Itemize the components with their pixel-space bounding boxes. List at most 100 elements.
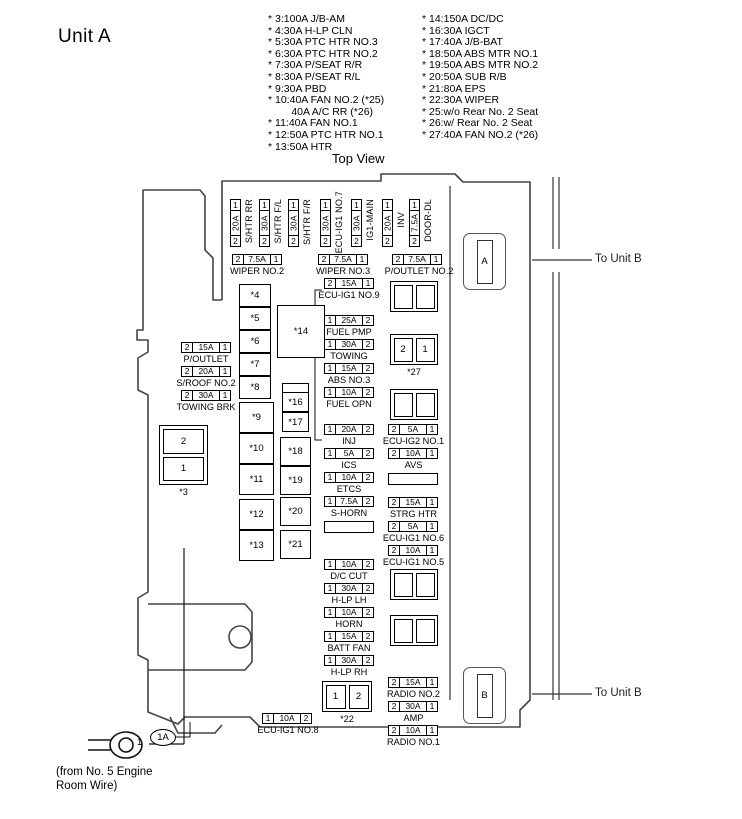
center-fuse-0[interactable]: 2 15A 1 xyxy=(324,278,374,289)
page-title: Unit A xyxy=(58,26,112,47)
right-fuse-0[interactable]: 2 5A 1 xyxy=(388,424,438,435)
center-fuse-13[interactable]: 1 30A 2 xyxy=(324,655,374,666)
fuse-pin-right: 1 xyxy=(426,726,437,735)
center-fuse-11[interactable]: 1 10A 2 xyxy=(324,607,374,618)
center-fuse-10[interactable]: 1 30A 2 xyxy=(324,583,374,594)
right-fuse-5[interactable]: 2 15A 1 xyxy=(388,677,438,688)
center-fuse-4[interactable]: 1 10A 2 xyxy=(324,387,374,398)
center-fuse-14[interactable]: 1 10A 2 xyxy=(262,713,312,724)
fuse-pin-left: 1 xyxy=(263,714,274,723)
right-fuse-1[interactable]: 2 10A 1 xyxy=(388,448,438,459)
slot-18[interactable]: *18 xyxy=(280,437,311,466)
left-fuse-label-poutlet: P/OUTLET xyxy=(183,354,229,364)
vertical-fuse-0[interactable]: 1 20A 2 xyxy=(230,199,241,247)
left-fuse-poutlet[interactable]: 2 15A 1 xyxy=(181,342,231,353)
vertical-fuse-1[interactable]: 1 30A 2 xyxy=(259,199,270,247)
center-fuse-7[interactable]: 1 10A 2 xyxy=(324,472,374,483)
vertical-fuse-4[interactable]: 1 30A 2 xyxy=(351,199,362,247)
slot-5[interactable]: *5 xyxy=(239,307,271,330)
connector-b-id: B xyxy=(476,673,493,718)
fuse-pin-right: 1 xyxy=(426,702,437,711)
slot-20[interactable]: *20 xyxy=(280,497,311,526)
legend-left-column: * 3:100A J/B-AM * 4:30A H-LP CLN * 5:30A… xyxy=(268,13,385,153)
vertical-fuse-5[interactable]: 1 20A 2 xyxy=(382,199,393,247)
slot-12[interactable]: *12 xyxy=(239,499,274,530)
view-title: Top View xyxy=(332,151,385,166)
fuse-pin-right: 2 xyxy=(362,449,373,458)
left-fuse-label-sroof-no2: S/ROOF NO.2 xyxy=(176,378,236,388)
slot-11[interactable]: *11 xyxy=(239,464,274,495)
fuse-pin-left: 2 xyxy=(389,546,400,555)
relay-3[interactable]: 2 1 xyxy=(159,425,208,485)
relay-22-cell-left: 1 xyxy=(325,684,346,709)
vertical-fuse-2[interactable]: 1 30A 2 xyxy=(288,199,299,247)
center-fuse-12[interactable]: 1 15A 2 xyxy=(324,631,374,642)
center-fuse-5[interactable]: 1 20A 2 xyxy=(324,424,374,435)
row-fuse-wiper-no2[interactable]: 2 7.5A 1 xyxy=(232,254,282,265)
slot-17[interactable]: *17 xyxy=(282,412,309,432)
row-fuse-wiper-no3[interactable]: 2 7.5A 1 xyxy=(318,254,368,265)
center-fuse-label-8: S-HORN xyxy=(330,508,368,518)
fuse-pin-right: 2 xyxy=(362,560,373,569)
connector-b[interactable]: B xyxy=(463,667,506,724)
fuse-amp: 5A xyxy=(407,521,419,531)
vertical-fuse-label-5: INV xyxy=(396,212,406,228)
slot-10[interactable]: *10 xyxy=(239,433,274,464)
right-fuse-2[interactable]: 2 15A 1 xyxy=(388,497,438,508)
right-fuse-3[interactable]: 2 5A 1 xyxy=(388,521,438,532)
row-fuse-label-wiper-no2: WIPER NO.2 xyxy=(229,266,285,276)
vertical-fuse-3[interactable]: 1 30A 2 xyxy=(320,199,331,247)
slot-19[interactable]: *19 xyxy=(280,466,311,495)
slot-9[interactable]: *9 xyxy=(239,402,274,433)
fuse-pin-left: 1 xyxy=(325,560,336,569)
center-empty-slot[interactable] xyxy=(324,521,374,533)
fuse-pin-bottom: 2 xyxy=(410,235,419,246)
relay-3-cell-top: 2 xyxy=(163,429,204,454)
slot-4[interactable]: *4 xyxy=(239,284,271,307)
slot-7[interactable]: *7 xyxy=(239,353,271,376)
left-fuse-sroof-no2[interactable]: 2 20A 1 xyxy=(181,366,231,377)
relay-block-fifth[interactable] xyxy=(390,615,438,646)
slot-13[interactable]: *13 xyxy=(239,530,274,561)
center-fuse-label-14: ECU-IG1 NO.8 xyxy=(257,725,319,735)
relay-block-fourth[interactable] xyxy=(390,569,438,600)
relay-27[interactable]: 2 1 xyxy=(390,334,438,365)
fuse-amp: 7.5A xyxy=(334,254,352,264)
fuse-amp: 20A xyxy=(382,215,393,231)
vertical-fuse-label-6: DOOR-DL xyxy=(423,199,433,242)
center-fuse-8[interactable]: 1 7.5A 2 xyxy=(324,496,374,507)
center-fuse-1[interactable]: 1 25A 2 xyxy=(324,315,374,326)
relay-block-top[interactable] xyxy=(390,281,438,312)
center-fuse-2[interactable]: 1 30A 2 xyxy=(324,339,374,350)
fuse-pin-right: 2 xyxy=(362,632,373,641)
right-fuse-7[interactable]: 2 10A 1 xyxy=(388,725,438,736)
relay-27-cell-left: 2 xyxy=(393,337,413,362)
center-fuse-9[interactable]: 1 10A 2 xyxy=(324,559,374,570)
fuse-pin-left: 1 xyxy=(325,632,336,641)
fuse-pin-top: 1 xyxy=(383,200,392,211)
slot-21[interactable]: *21 xyxy=(280,530,311,559)
vertical-fuse-6[interactable]: 1 7.5A 2 xyxy=(409,199,420,247)
row-fuse-poutlet-no2[interactable]: 2 7.5A 1 xyxy=(392,254,442,265)
center-fuse-label-1: FUEL PMP xyxy=(326,327,372,337)
connector-a[interactable]: A xyxy=(463,233,506,290)
fuse-pin-right: 1 xyxy=(426,449,437,458)
center-fuse-6[interactable]: 1 5A 2 xyxy=(324,448,374,459)
center-fuse-3[interactable]: 1 15A 2 xyxy=(324,363,374,374)
slot-16[interactable]: *16 xyxy=(282,392,309,412)
center-fuse-label-10: H-LP LH xyxy=(331,595,367,605)
slot-8[interactable]: *8 xyxy=(239,376,271,399)
left-fuse-towing-brk[interactable]: 2 30A 1 xyxy=(181,390,231,401)
slot-6[interactable]: *6 xyxy=(239,330,271,353)
fuse-pin-right: 2 xyxy=(362,425,373,434)
right-empty-slot[interactable] xyxy=(388,473,438,485)
fuse-amp: 15A xyxy=(405,677,421,687)
slot-14[interactable]: *14 xyxy=(277,305,325,358)
relay-block-third[interactable] xyxy=(390,389,438,420)
relay-27-cell-right: 1 xyxy=(415,337,435,362)
fuse-amp: 20A xyxy=(198,366,214,376)
fuse-amp: 20A xyxy=(341,424,357,434)
relay-22[interactable]: 1 2 xyxy=(322,681,372,712)
right-fuse-4[interactable]: 2 10A 1 xyxy=(388,545,438,556)
right-fuse-6[interactable]: 2 30A 1 xyxy=(388,701,438,712)
